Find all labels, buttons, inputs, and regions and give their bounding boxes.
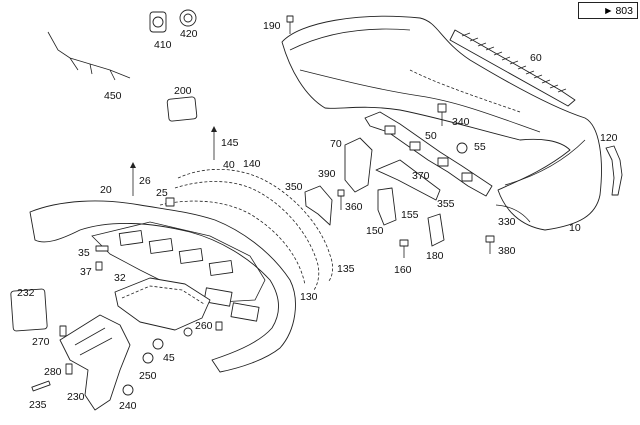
- label-50[interactable]: 50: [425, 130, 437, 142]
- page-reference-number: 803: [615, 4, 633, 17]
- clip-240[interactable]: [122, 384, 134, 396]
- label-140[interactable]: 140: [243, 158, 261, 170]
- bumper-top-strip[interactable]: [449, 29, 576, 107]
- sensor-ring-420[interactable]: [179, 9, 197, 27]
- bumper-carrier[interactable]: [364, 111, 493, 197]
- bracket-370[interactable]: [375, 159, 441, 201]
- lower-bumper-panel[interactable]: [29, 200, 296, 373]
- screw-270[interactable]: [59, 325, 67, 337]
- parking-sensor-410[interactable]: [149, 11, 167, 33]
- label-410[interactable]: 410: [154, 39, 172, 51]
- bracket-150[interactable]: [377, 187, 397, 226]
- page-reference-box[interactable]: ► 803: [578, 2, 638, 19]
- label-55[interactable]: 55: [474, 141, 486, 153]
- label-20[interactable]: 20: [100, 184, 112, 196]
- label-190[interactable]: 190: [263, 20, 281, 32]
- label-200[interactable]: 200: [174, 85, 192, 97]
- plate-panel-232[interactable]: [10, 288, 48, 332]
- label-380[interactable]: 380: [498, 245, 516, 257]
- label-60[interactable]: 60: [530, 52, 542, 64]
- label-235[interactable]: 235: [29, 399, 47, 411]
- label-260[interactable]: 260: [195, 320, 213, 332]
- label-230[interactable]: 230: [67, 391, 85, 403]
- label-280[interactable]: 280: [44, 366, 62, 378]
- pin-235[interactable]: [31, 380, 51, 392]
- bracket-350[interactable]: [304, 185, 333, 226]
- screw-340[interactable]: [437, 103, 447, 126]
- grommet-22[interactable]: [183, 327, 193, 337]
- label-145[interactable]: 145: [221, 137, 239, 149]
- clip-45[interactable]: [152, 338, 164, 350]
- label-37[interactable]: 37: [80, 266, 92, 278]
- direction-arrow-26: [130, 162, 136, 196]
- label-270[interactable]: 270: [32, 336, 50, 348]
- side-bracket-120[interactable]: [605, 145, 623, 196]
- label-390[interactable]: 390: [318, 168, 336, 180]
- label-340[interactable]: 340: [452, 116, 470, 128]
- label-160[interactable]: 160: [394, 264, 412, 276]
- label-355[interactable]: 355: [437, 198, 455, 210]
- screw-190[interactable]: [286, 15, 294, 34]
- screw-380[interactable]: [485, 235, 495, 254]
- clip-35[interactable]: [95, 245, 109, 252]
- clip-37[interactable]: [95, 261, 103, 271]
- clip-260[interactable]: [215, 321, 223, 331]
- clip-25[interactable]: [165, 197, 175, 207]
- label-240[interactable]: 240: [119, 400, 137, 412]
- bracket-70[interactable]: [344, 137, 373, 193]
- arrow-right-icon: ►: [603, 4, 614, 17]
- label-330[interactable]: 330: [498, 216, 516, 228]
- reflector-200[interactable]: [166, 96, 198, 122]
- label-450[interactable]: 450: [104, 90, 122, 102]
- label-135[interactable]: 135: [337, 263, 355, 275]
- label-35[interactable]: 35: [78, 247, 90, 259]
- mounting-bracket-230[interactable]: [59, 314, 131, 411]
- rear-bumper-cover[interactable]: [281, 15, 602, 231]
- label-40[interactable]: 40: [223, 159, 235, 171]
- label-25[interactable]: 25: [156, 187, 168, 199]
- underbody-panel[interactable]: [114, 277, 211, 331]
- label-360[interactable]: 360: [345, 201, 363, 213]
- trim-strip-140[interactable]: [177, 168, 334, 283]
- label-120[interactable]: 120: [600, 132, 618, 144]
- label-232[interactable]: 232: [17, 287, 35, 299]
- label-70[interactable]: 70: [330, 138, 342, 150]
- label-350[interactable]: 350: [285, 181, 303, 193]
- label-45[interactable]: 45: [163, 352, 175, 364]
- trim-strip-135[interactable]: [174, 181, 320, 291]
- direction-arrow-145: [211, 126, 217, 160]
- label-250[interactable]: 250: [139, 370, 157, 382]
- label-130[interactable]: 130: [300, 291, 318, 303]
- trim-strip-130[interactable]: [159, 200, 306, 286]
- label-420[interactable]: 420: [180, 28, 198, 40]
- label-10[interactable]: 10: [569, 222, 581, 234]
- label-180[interactable]: 180: [426, 250, 444, 262]
- pin-280[interactable]: [65, 363, 73, 375]
- label-155[interactable]: 155: [401, 209, 419, 221]
- screw-160[interactable]: [399, 239, 409, 258]
- bracket-180[interactable]: [427, 213, 445, 247]
- screw-360[interactable]: [337, 189, 345, 210]
- label-26[interactable]: 26: [139, 175, 151, 187]
- nut-55[interactable]: [456, 142, 468, 154]
- trim-strip-330[interactable]: [495, 204, 531, 223]
- label-32[interactable]: 32: [114, 272, 126, 284]
- label-370[interactable]: 370: [412, 170, 430, 182]
- cable-harness-450[interactable]: [47, 31, 131, 81]
- label-150[interactable]: 150: [366, 225, 384, 237]
- nut-250[interactable]: [142, 352, 154, 364]
